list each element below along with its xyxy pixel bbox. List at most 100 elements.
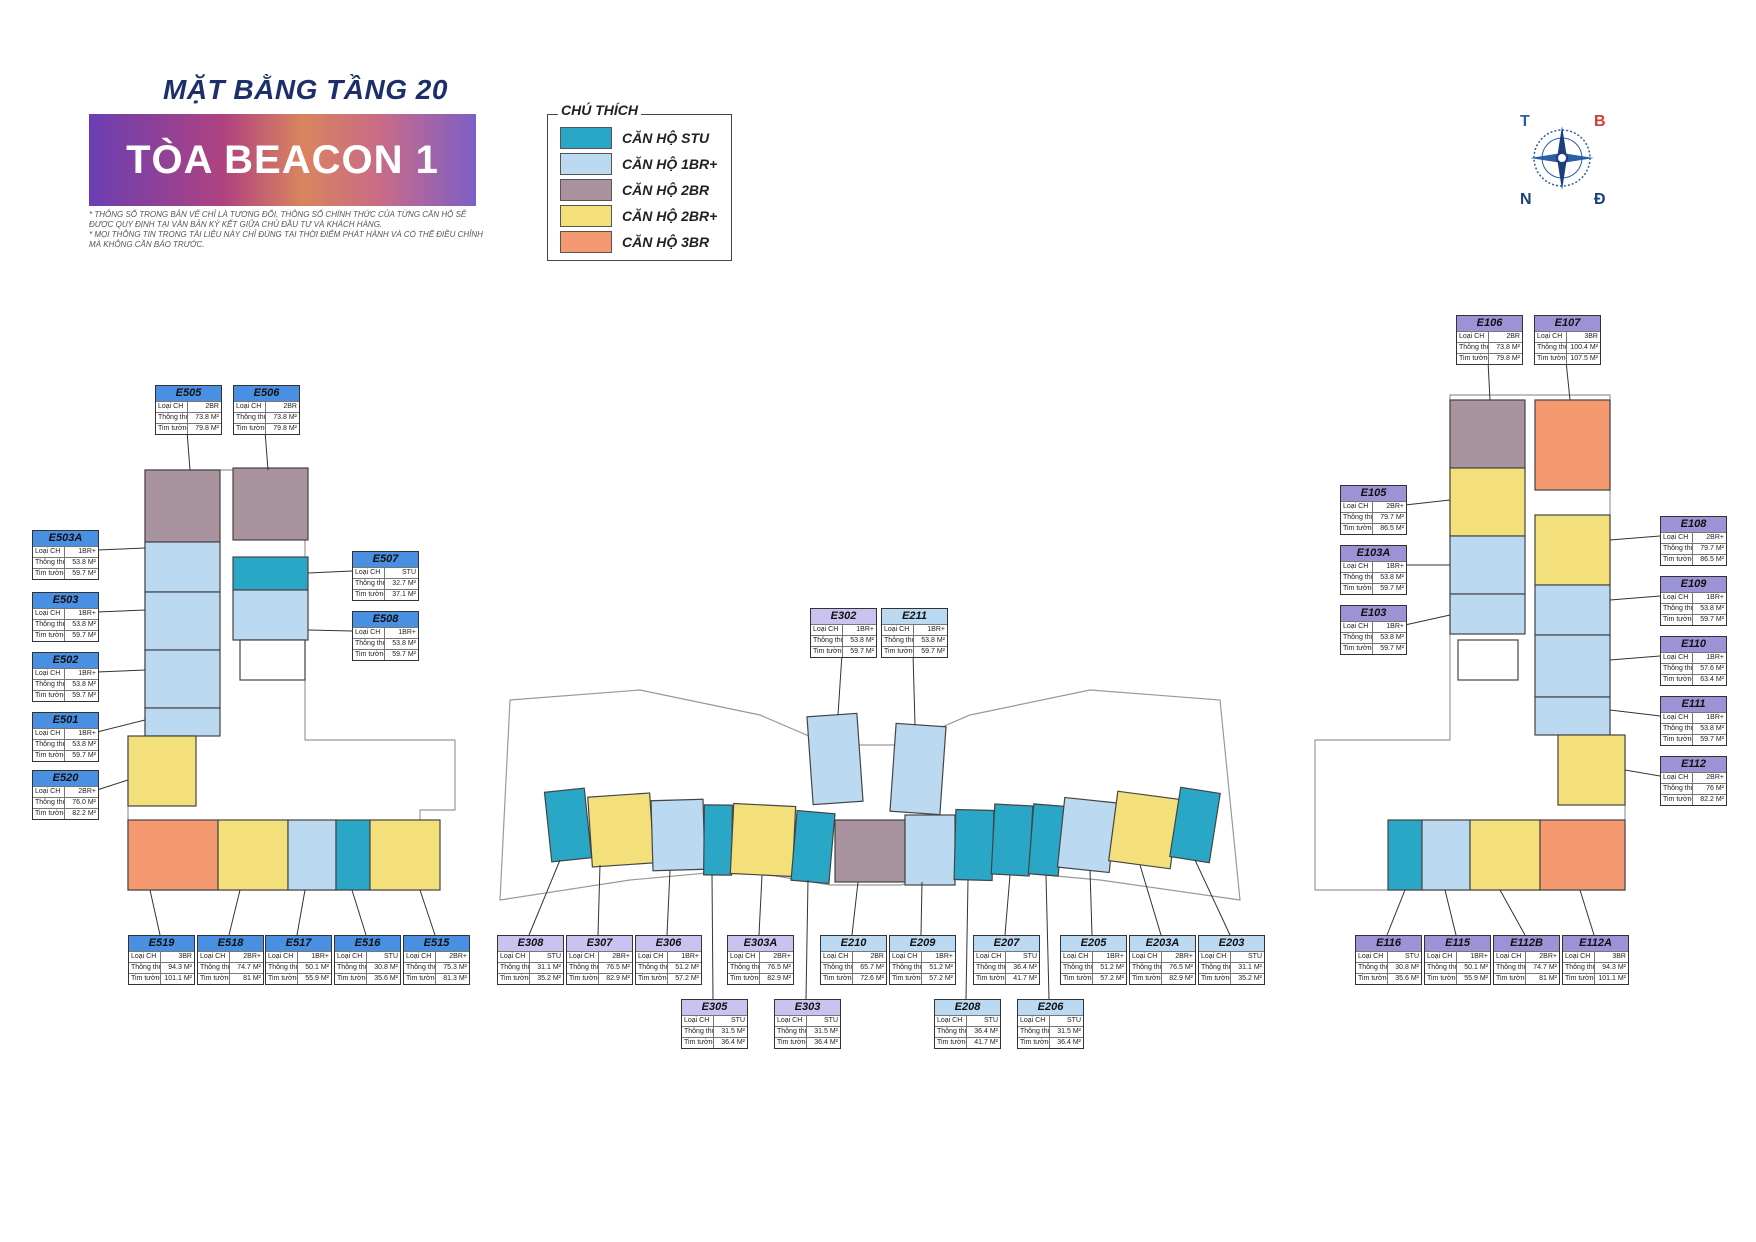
unit-gross-row: Tim tường59.7 M² — [33, 568, 98, 579]
unit-net-area: 76.0 M² — [64, 798, 98, 808]
unit-code: E203A — [1130, 936, 1195, 951]
unit-gross-area: 35.6 M² — [366, 974, 400, 984]
unit-gross-row: Tim tường59.7 M² — [882, 646, 947, 657]
field-label: Thông thủy — [355, 580, 384, 587]
compass-d: Đ — [1594, 191, 1606, 208]
leader-line — [1609, 535, 1661, 541]
unit-code: E306 — [636, 936, 701, 951]
field-label: Loại CH — [638, 953, 664, 960]
leader-line — [1609, 595, 1661, 601]
unit-type: 2BR+ — [435, 952, 469, 962]
field-label: Tim tường — [337, 975, 366, 982]
field-label: Loại CH — [1663, 654, 1689, 661]
unit-gross-area: 82.9 M² — [759, 974, 793, 984]
unit-code: E307 — [567, 936, 632, 951]
unit-net-row: Thông thủy79.7 M² — [1661, 543, 1726, 554]
leader-line — [1487, 360, 1491, 401]
leader-line — [1579, 889, 1595, 936]
unit-net-row: Thông thủy53.8 M² — [1661, 723, 1726, 734]
legend-label: CĂN HỘ 3BR — [622, 234, 710, 250]
unit-gross-area: 59.7 M² — [1372, 584, 1406, 594]
unit-net-area: 74.7 M² — [1525, 963, 1559, 973]
legend-swatch — [560, 231, 612, 253]
field-label: Tim tường — [813, 648, 842, 655]
legend-item-3br: CĂN HỘ 3BR — [560, 231, 709, 253]
unit-net-area: 51.2 M² — [1092, 963, 1126, 973]
field-label: Tim tường — [1343, 585, 1372, 592]
unit-net-area: 100.4 M² — [1566, 343, 1600, 353]
field-label: Tim tường — [131, 975, 160, 982]
unit-E515 — [369, 819, 441, 891]
unit-net-row: Thông thủy51.2 M² — [636, 962, 701, 973]
leader-line — [307, 629, 353, 632]
field-label: Tim tường — [500, 975, 529, 982]
unit-gross-area: 81 M² — [1525, 974, 1559, 984]
field-label: Tim tường — [1343, 645, 1372, 652]
unit-net-area: 30.8 M² — [366, 963, 400, 973]
unit-gross-area: 59.7 M² — [1372, 644, 1406, 654]
core-stair — [1457, 639, 1519, 681]
unit-net-row: Thông thủy31.1 M² — [1199, 962, 1264, 973]
unit-net-area: 79.7 M² — [1692, 544, 1726, 554]
field-label: Loại CH — [200, 953, 226, 960]
unit-E110 — [1534, 634, 1611, 698]
leader-line — [851, 881, 859, 936]
unit-gross-area: 35.6 M² — [1387, 974, 1421, 984]
unit-net-area: 50.1 M² — [297, 963, 331, 973]
field-label: Thông thủy — [1459, 344, 1488, 351]
unit-code: E110 — [1661, 637, 1726, 652]
field-label: Thông thủy — [1201, 964, 1230, 971]
unit-gross-row: Tim tường35.6 M² — [1356, 973, 1421, 984]
unit-net-area: 31.1 M² — [529, 963, 563, 973]
unit-gross-area: 101.1 M² — [1594, 974, 1628, 984]
unit-net-row: Thông thủy50.1 M² — [1425, 962, 1490, 973]
disclaimer-line: * MỌI THÔNG TIN TRONG TÀI LIỆU NÀY CHỈ Đ… — [89, 230, 483, 249]
unit-gross-row: Tim tường59.7 M² — [811, 646, 876, 657]
unit-net-row: Thông thủy53.8 M² — [33, 739, 98, 750]
unit-gross-row: Tim tường57.2 M² — [890, 973, 955, 984]
field-label: Thông thủy — [1343, 574, 1372, 581]
unit-type: 2BR+ — [1525, 952, 1559, 962]
unit-type: 1BR+ — [64, 547, 98, 557]
unit-E209 — [904, 814, 956, 886]
field-label: Thông thủy — [976, 964, 1005, 971]
field-label: Loại CH — [1132, 953, 1158, 960]
unit-net-row: Thông thủy73.8 M² — [234, 412, 299, 423]
field-label: Thông thủy — [1537, 344, 1566, 351]
unit-gross-area: 59.7 M² — [64, 569, 98, 579]
field-label: Thông thủy — [1663, 545, 1692, 552]
field-label: Thông thủy — [1663, 725, 1692, 732]
unit-net-area: 94.3 M² — [1594, 963, 1628, 973]
field-label: Tim tường — [638, 975, 667, 982]
unit-type: 2BR+ — [1161, 952, 1195, 962]
unit-E516 — [335, 819, 371, 891]
leader-line — [758, 874, 763, 936]
unit-type: STU — [529, 952, 563, 962]
unit-gross-area: 107.5 M² — [1566, 354, 1600, 364]
unit-gross-row: Tim tường59.7 M² — [33, 630, 98, 641]
field-label: Tim tường — [406, 975, 435, 982]
unit-code: E109 — [1661, 577, 1726, 592]
unit-code: E116 — [1356, 936, 1421, 951]
leader-line — [1194, 859, 1231, 936]
leader-line — [419, 889, 436, 936]
unit-E518 — [217, 819, 289, 891]
leader-line — [296, 889, 306, 936]
field-label: Tim tường — [268, 975, 297, 982]
